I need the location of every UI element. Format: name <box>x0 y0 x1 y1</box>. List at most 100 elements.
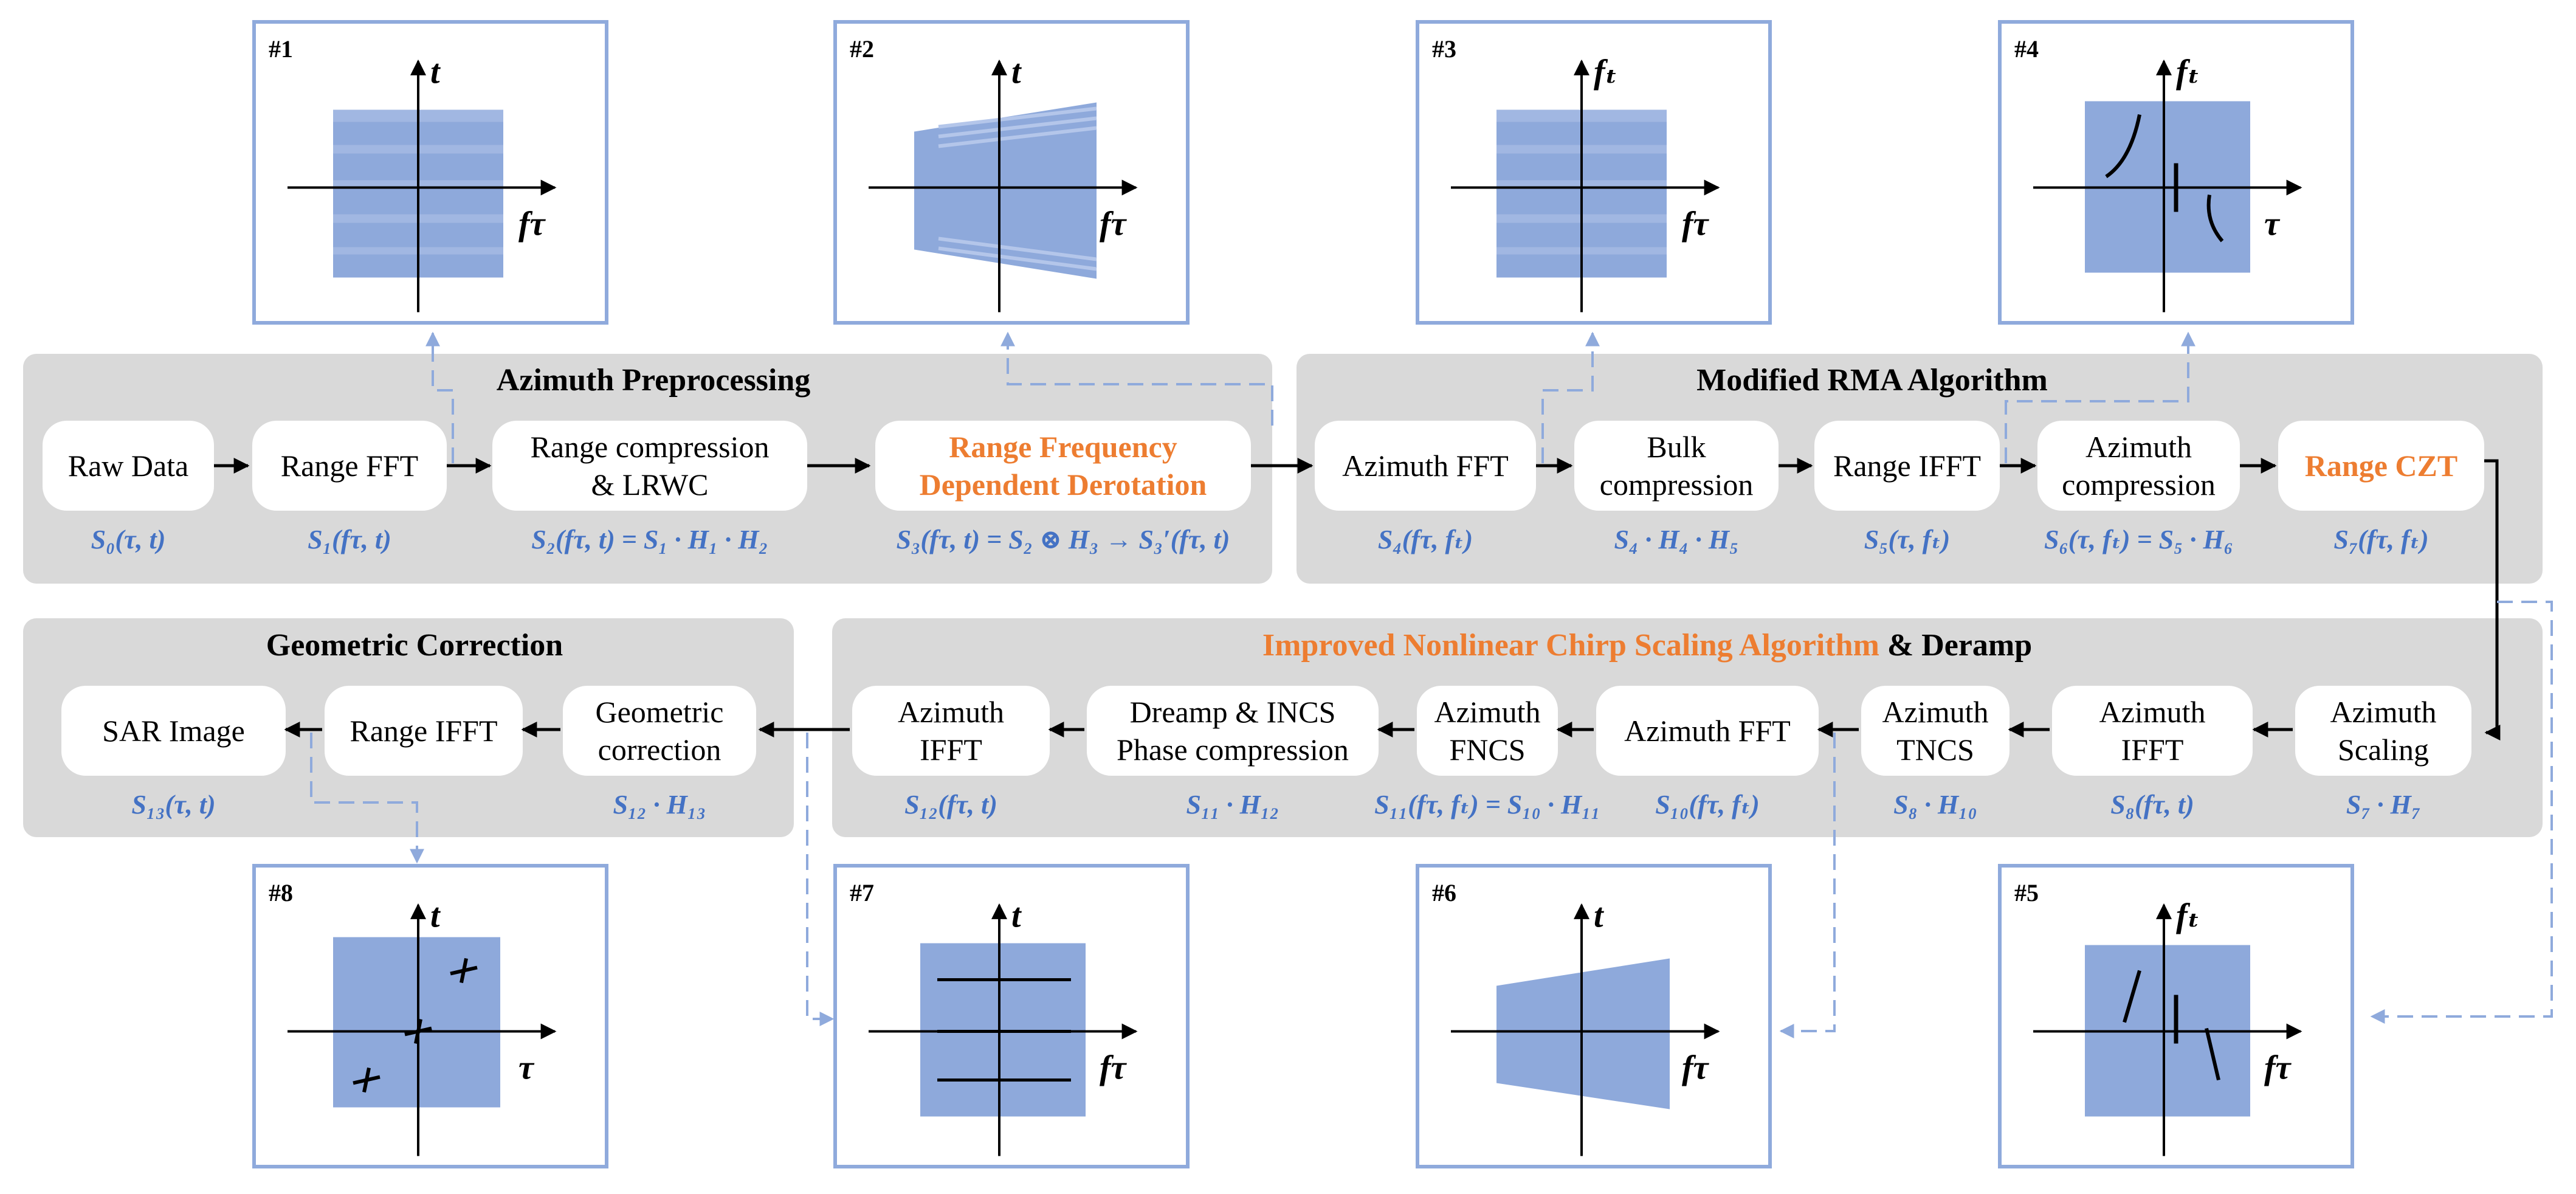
target-line <box>2205 1027 2220 1081</box>
block-formula: S₅(τ, fₜ) <box>1864 525 1951 554</box>
block-box <box>252 421 447 511</box>
signal-region <box>914 102 1097 279</box>
panel-title: Modified RMA Algorithm <box>1696 363 2048 398</box>
point-target <box>353 1067 381 1093</box>
block-label: Range Frequency <box>949 430 1177 464</box>
vertical-axis-label: fₜ <box>2176 897 2200 935</box>
block-box <box>1861 686 2009 776</box>
block-label: Azimuth FFT <box>1342 449 1509 483</box>
block-range-ifft-2: Range IFFT <box>325 686 523 776</box>
plots-layer: #1tfτ#2tfτ#3fₜfτ#4fₜτ#5fₜfτ#6tfτ#7tfτ#8t… <box>252 20 2354 1168</box>
block-label: Range CZT <box>2305 449 2457 483</box>
horizontal-axis-label: fτ <box>518 205 546 243</box>
plot-number: #3 <box>1432 35 1456 63</box>
block-label: Range IFFT <box>350 714 497 748</box>
signal-band <box>938 126 1097 148</box>
block-formula: S₄(fτ, fₜ) <box>1378 525 1473 554</box>
plot-number: #2 <box>850 35 874 63</box>
horizontal-axis-label: τ <box>2264 205 2281 243</box>
block-label: Range FFT <box>281 449 418 483</box>
plot-number: #4 <box>2014 35 2039 63</box>
block-label: IFFT <box>2121 733 2184 767</box>
block-label: Dependent Derotation <box>920 468 1207 502</box>
vertical-axis-label: t <box>430 897 441 935</box>
plot-axes: fₜτ <box>2033 53 2302 312</box>
block-box <box>492 421 807 511</box>
plot-content <box>914 102 1097 279</box>
plot-number: #7 <box>850 879 874 906</box>
plot-6: #6 t fτ <box>1416 864 1772 1168</box>
block-label: Azimuth <box>2099 695 2206 729</box>
signal-band <box>938 116 1097 139</box>
block-formula: S₁(fτ, t) <box>308 525 391 554</box>
panel-title: Azimuth Preprocessing <box>497 363 811 398</box>
block-box <box>563 686 756 776</box>
plot-axes: t fτ <box>869 897 1138 1156</box>
block-box <box>1596 686 1819 776</box>
plot-content <box>333 937 500 1108</box>
plot-axes: t fτ <box>1451 897 1720 1156</box>
block-formula: S₇ · H₇ <box>2346 790 2420 820</box>
block-label: compression <box>2062 468 2216 502</box>
signal-region <box>1496 958 1670 1109</box>
block-formula: S₄ · H₄ · H₅ <box>1614 525 1739 554</box>
link-to-plot-1 <box>425 331 454 463</box>
block-label: Azimuth <box>2330 695 2437 729</box>
block-label: Geometric <box>595 695 723 729</box>
block-formula: S₁₁(fτ, fₜ) = S₁₀ · H₁₁ <box>1374 790 1600 820</box>
block-formula: S₂(fτ, t) = S₁ · H₁ · H₂ <box>531 525 768 554</box>
block-box <box>325 686 523 776</box>
block-label: TNCS <box>1896 733 1974 767</box>
plot-frame <box>833 20 1190 325</box>
link-to-plot-7 <box>806 733 835 1026</box>
plot-axes: t fτ <box>869 53 1138 312</box>
block-label: compression <box>1600 468 1754 502</box>
vertical-axis-label: t <box>1011 53 1022 91</box>
horizontal-axis-label: fτ <box>1100 205 1128 243</box>
block-label: correction <box>598 733 721 767</box>
block-label: Azimuth <box>2085 430 2192 464</box>
link-to-plot-6 <box>1779 733 1836 1038</box>
vertical-axis-label: fₜ <box>1594 53 1617 91</box>
block-box <box>43 421 214 511</box>
block-box <box>1814 421 2000 511</box>
vertical-axis-label: t <box>1594 897 1604 935</box>
block-label: Azimuth FFT <box>1624 714 1791 748</box>
panel-title: Improved Nonlinear Chirp Scaling Algorit… <box>1262 628 2032 663</box>
horizontal-axis-label: fτ <box>1100 1049 1128 1087</box>
horizontal-axis-label: fτ <box>1682 1049 1710 1087</box>
target-curve <box>2105 114 2141 178</box>
plot-2: #2 t fτ <box>833 20 1190 325</box>
block-label: Phase compression <box>1117 733 1349 767</box>
block-formula: S₆(τ, fₜ) = S₅ · H₆ <box>2044 525 2233 554</box>
block-label: Range IFFT <box>1833 449 1981 483</box>
block-label: FNCS <box>1449 733 1525 767</box>
plot-content <box>1496 958 1670 1109</box>
plot-number: #6 <box>1432 879 1456 906</box>
dashed-links <box>310 331 2553 1038</box>
link-to-plot-4 <box>2005 331 2195 463</box>
block-formula: S₃(fτ, t) = S₂ ⊗ H₃ → S₃′(fτ, t) <box>897 525 1230 554</box>
plot-number: #5 <box>2014 879 2039 906</box>
target-line <box>2123 970 2141 1023</box>
block-label: Azimuth <box>898 695 1004 729</box>
vertical-axis-label: t <box>1011 897 1022 935</box>
flow-arrow-wrap <box>2484 459 2501 740</box>
block-formula: S₁₃(τ, t) <box>131 790 215 820</box>
block-formula: S₁₂ · H₁₃ <box>613 790 706 820</box>
block-azimuth-fft-1: Azimuth FFT S₄(fτ, fₜ) <box>1315 421 1536 554</box>
block-box <box>2278 421 2484 511</box>
plot-number: #8 <box>269 879 293 906</box>
